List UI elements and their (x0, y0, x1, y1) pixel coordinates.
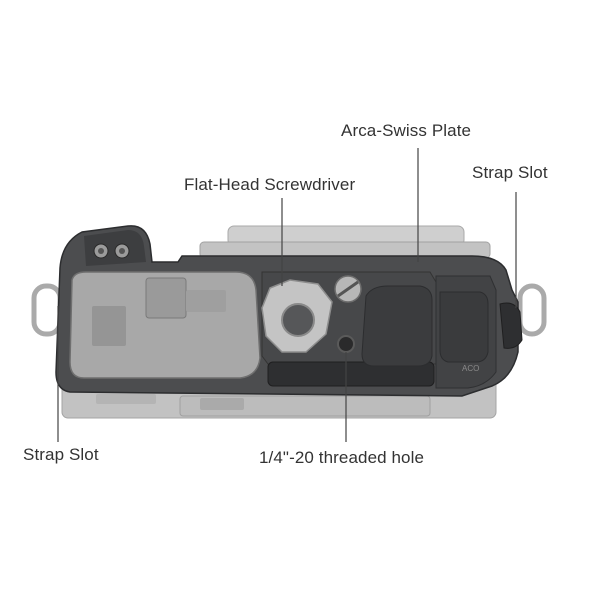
label-strap-slot-right: Strap Slot (472, 163, 548, 182)
engraving-cage-mark: ACO (462, 364, 480, 373)
lens-mount (199, 225, 491, 259)
cage (55, 225, 523, 397)
label-flat-head-screwdriver: Flat-Head Screwdriver (184, 175, 356, 194)
strap-lug-left (31, 283, 63, 337)
strap-lug-right (517, 283, 547, 337)
label-strap-slot-left: Strap Slot (23, 445, 99, 464)
callout-lines (57, 148, 517, 442)
label-threaded-hole: 1/4"-20 threaded hole (259, 448, 425, 467)
label-arca-swiss-plate: Arca-Swiss Plate (341, 121, 472, 140)
